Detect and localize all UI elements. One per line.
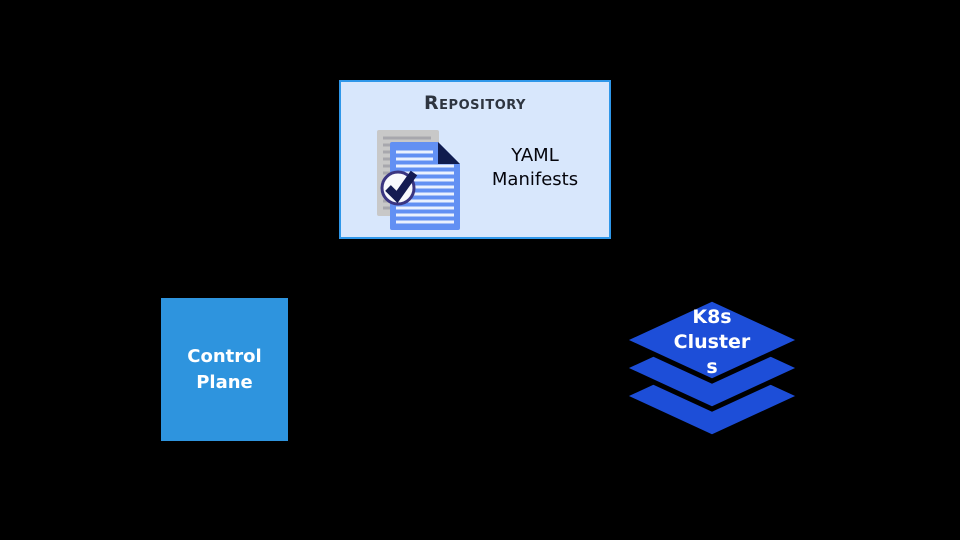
k8s-clusters-stack <box>617 296 807 440</box>
check-badge-icon <box>380 170 418 206</box>
documents-check-icon <box>377 130 460 230</box>
control-plane-box: Control Plane <box>161 298 288 441</box>
repository-title: Repository <box>424 92 526 114</box>
k8s-layer-top <box>617 296 807 384</box>
yaml-manifests-label: YAML Manifests <box>491 145 579 190</box>
k8s-label-line-1: K8s <box>692 306 732 328</box>
control-plane-label: Control Plane <box>187 345 262 393</box>
k8s-label-line-2: Cluster <box>673 331 751 353</box>
k8s-clusters-label: K8s Cluster s <box>669 305 755 380</box>
k8s-label-line-3: s <box>706 356 718 378</box>
repository-box: Repository <box>339 80 611 239</box>
